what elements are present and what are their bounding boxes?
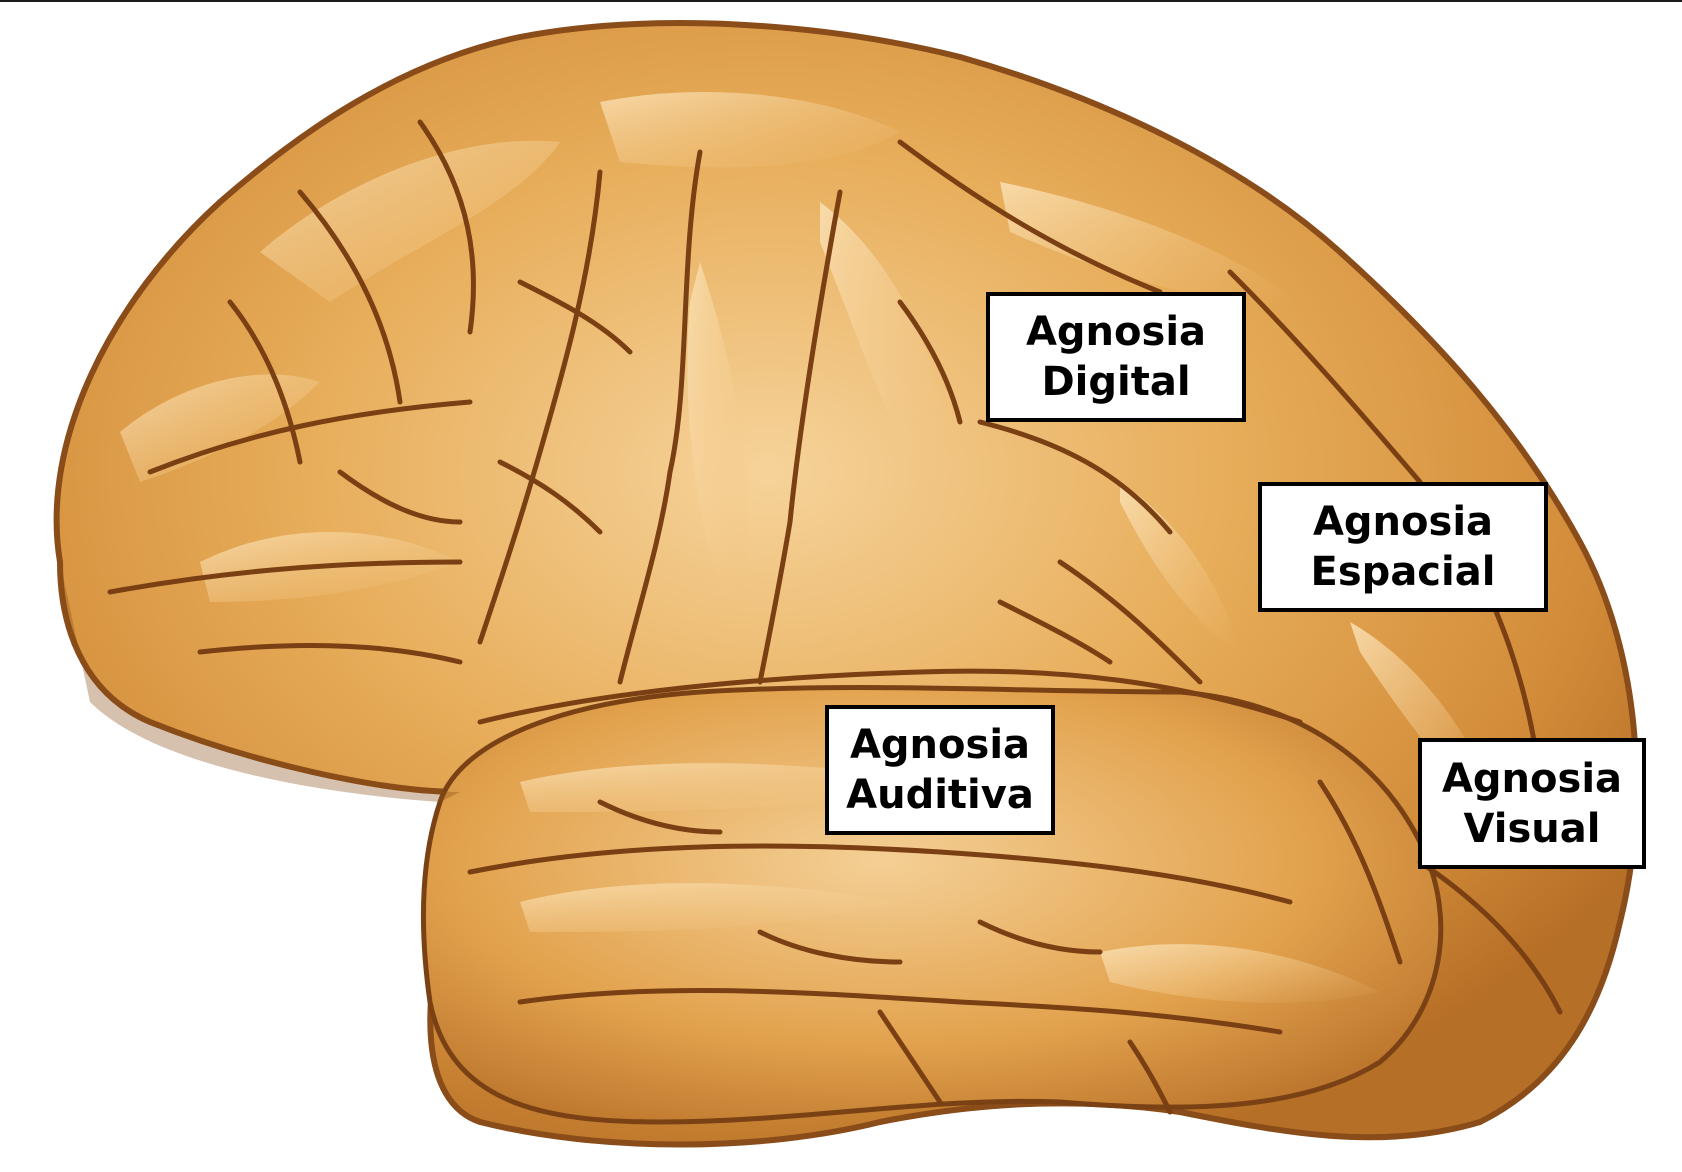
label-agnosia-espacial-line2: Espacial (1311, 547, 1496, 597)
label-agnosia-visual-line2: Visual (1464, 804, 1601, 854)
label-agnosia-visual-line1: Agnosia (1442, 754, 1622, 804)
label-agnosia-auditiva: Agnosia Auditiva (825, 705, 1055, 835)
label-agnosia-auditiva-line1: Agnosia (850, 720, 1030, 770)
label-agnosia-digital: Agnosia Digital (986, 292, 1246, 422)
label-agnosia-auditiva-line2: Auditiva (846, 770, 1034, 820)
label-agnosia-digital-line2: Digital (1041, 357, 1190, 407)
label-agnosia-digital-line1: Agnosia (1026, 307, 1206, 357)
label-agnosia-visual: Agnosia Visual (1418, 738, 1646, 869)
label-agnosia-espacial-line1: Agnosia (1313, 497, 1493, 547)
label-agnosia-espacial: Agnosia Espacial (1258, 482, 1548, 612)
